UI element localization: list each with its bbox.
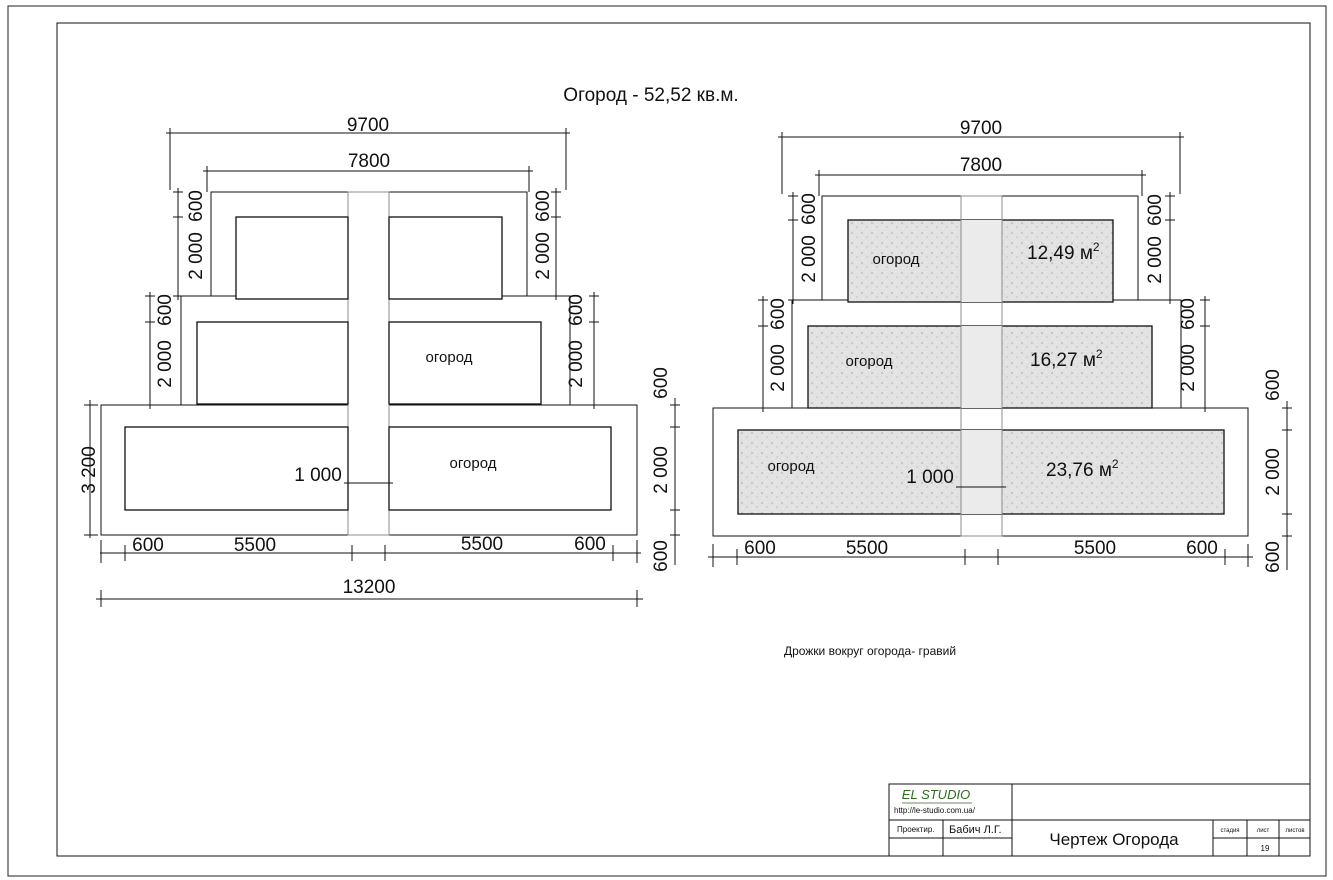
left-dim-bottom-5500b: 5500 bbox=[461, 534, 503, 555]
left-plan: огород огород 1 000 9700 7800 600 5500 5… bbox=[79, 115, 680, 607]
right-plan-right-tier-1-dim-2000: 2 000 bbox=[1145, 236, 1166, 284]
right-of-left-tier-3-dim-600b: 600 bbox=[651, 540, 672, 572]
right-dim-bottom-600b: 600 bbox=[1186, 538, 1218, 559]
right-plan-right-tier-2-dim-600: 600 bbox=[1178, 298, 1199, 330]
sheet-frame bbox=[56, 22, 1311, 857]
left-path-width-dim: 1 000 bbox=[294, 465, 342, 486]
left-central-path bbox=[347, 191, 390, 536]
studio-url: http://le-studio.com.ua/ bbox=[894, 806, 976, 815]
right-dim-bottom-5500a: 5500 bbox=[846, 538, 888, 559]
right-dim-bottom-600a: 600 bbox=[744, 538, 776, 559]
right-plan-left-tier-1-dim-2000: 2 000 bbox=[799, 235, 820, 283]
right-plan-right-tier-3-dim-600a: 600 bbox=[1263, 369, 1284, 401]
left-dim-9700: 9700 bbox=[347, 115, 389, 136]
right-plan-left-tier-1-dim-600: 600 bbox=[799, 193, 820, 225]
right-of-left-tier-1-dim-2000: 2 000 bbox=[533, 232, 554, 280]
right-plan-left-tier-2-dim-600: 600 bbox=[768, 298, 789, 330]
sheet-number: 19 bbox=[1261, 844, 1270, 853]
left-tier-1-dim-600: 600 bbox=[186, 190, 207, 222]
right-of-left-tier-2-dim-2000: 2 000 bbox=[566, 340, 587, 388]
right-dim-9700: 9700 bbox=[960, 118, 1002, 139]
studio-logo: EL STUDIO bbox=[902, 787, 970, 802]
left-bed-1b bbox=[388, 216, 503, 300]
right-plan-right-tier-1-dim-600: 600 bbox=[1145, 194, 1166, 226]
left-bed-3a bbox=[124, 426, 349, 511]
left-bed-2b bbox=[388, 321, 542, 405]
right-plan: огород огород огород 12,49 м2 16,27 м2 2… bbox=[708, 118, 1292, 573]
designer-role-label: Проектир. bbox=[897, 825, 935, 834]
left-dim-13200: 13200 bbox=[343, 577, 396, 598]
gravel-note: Дрожки вокруг огорода- гравий bbox=[784, 644, 956, 658]
right-plan-left-tier-2-dim-2000: 2 000 bbox=[768, 344, 789, 392]
right-plan-right-tier-2-dim-2000: 2 000 bbox=[1178, 344, 1199, 392]
left-tier-2-dim-600: 600 bbox=[155, 294, 176, 326]
drawing-name: Чертеж Огорода bbox=[1049, 830, 1179, 849]
drawing-title: Огород - 52,52 кв.м. bbox=[563, 85, 738, 106]
sheet-outer-border bbox=[7, 5, 1327, 877]
right-bed-3-label: огород bbox=[768, 458, 815, 475]
left-bed-3-label: огород bbox=[450, 455, 497, 472]
right-bed-1-label: огород bbox=[873, 251, 920, 268]
left-dim-7800: 7800 bbox=[348, 151, 390, 172]
right-of-left-tier-2-dim-600: 600 bbox=[566, 294, 587, 326]
left-dim-3200: 3 200 bbox=[79, 446, 100, 494]
left-bed-2-label: огород bbox=[426, 349, 473, 366]
left-dim-bottom-5500a: 5500 bbox=[234, 535, 276, 556]
left-bed-2a bbox=[196, 321, 349, 405]
right-plan-right-tier-3-dim-600b: 600 bbox=[1263, 541, 1284, 573]
right-plan-right-tier-3-dim-2000: 2 000 bbox=[1263, 448, 1284, 496]
right-of-left-tier-3-dim-600a: 600 bbox=[651, 367, 672, 399]
sheets-column-label: листов bbox=[1285, 828, 1304, 834]
title-block: EL STUDIO http://le-studio.com.ua/ Проек… bbox=[888, 783, 1311, 857]
right-path-width-dim: 1 000 bbox=[906, 467, 954, 488]
designer-name: Бабич Л.Г. bbox=[949, 824, 1002, 836]
right-of-left-tier-3-dim-2000: 2 000 bbox=[651, 446, 672, 494]
sheet-column-label: лист bbox=[1257, 828, 1270, 834]
left-dim-bottom-600a: 600 bbox=[132, 535, 164, 556]
right-dim-7800: 7800 bbox=[960, 155, 1002, 176]
right-bed-3-area: 23,76 м2 bbox=[1046, 457, 1119, 481]
right-bed-1-area: 12,49 м2 bbox=[1027, 240, 1100, 264]
left-bed-1a bbox=[235, 216, 349, 300]
right-bed-2-label: огород bbox=[846, 353, 893, 370]
left-tier-1-dim-2000: 2 000 bbox=[186, 232, 207, 280]
left-dim-bottom-600b: 600 bbox=[574, 534, 606, 555]
right-of-left-tier-1-dim-600: 600 bbox=[533, 190, 554, 222]
stage-column-label: стадия bbox=[1220, 828, 1239, 834]
left-bed-3b bbox=[388, 426, 612, 511]
right-dim-bottom-5500b: 5500 bbox=[1074, 538, 1116, 559]
right-bed-2-area: 16,27 м2 bbox=[1030, 347, 1103, 371]
left-tier-2-dim-2000: 2 000 bbox=[155, 340, 176, 388]
